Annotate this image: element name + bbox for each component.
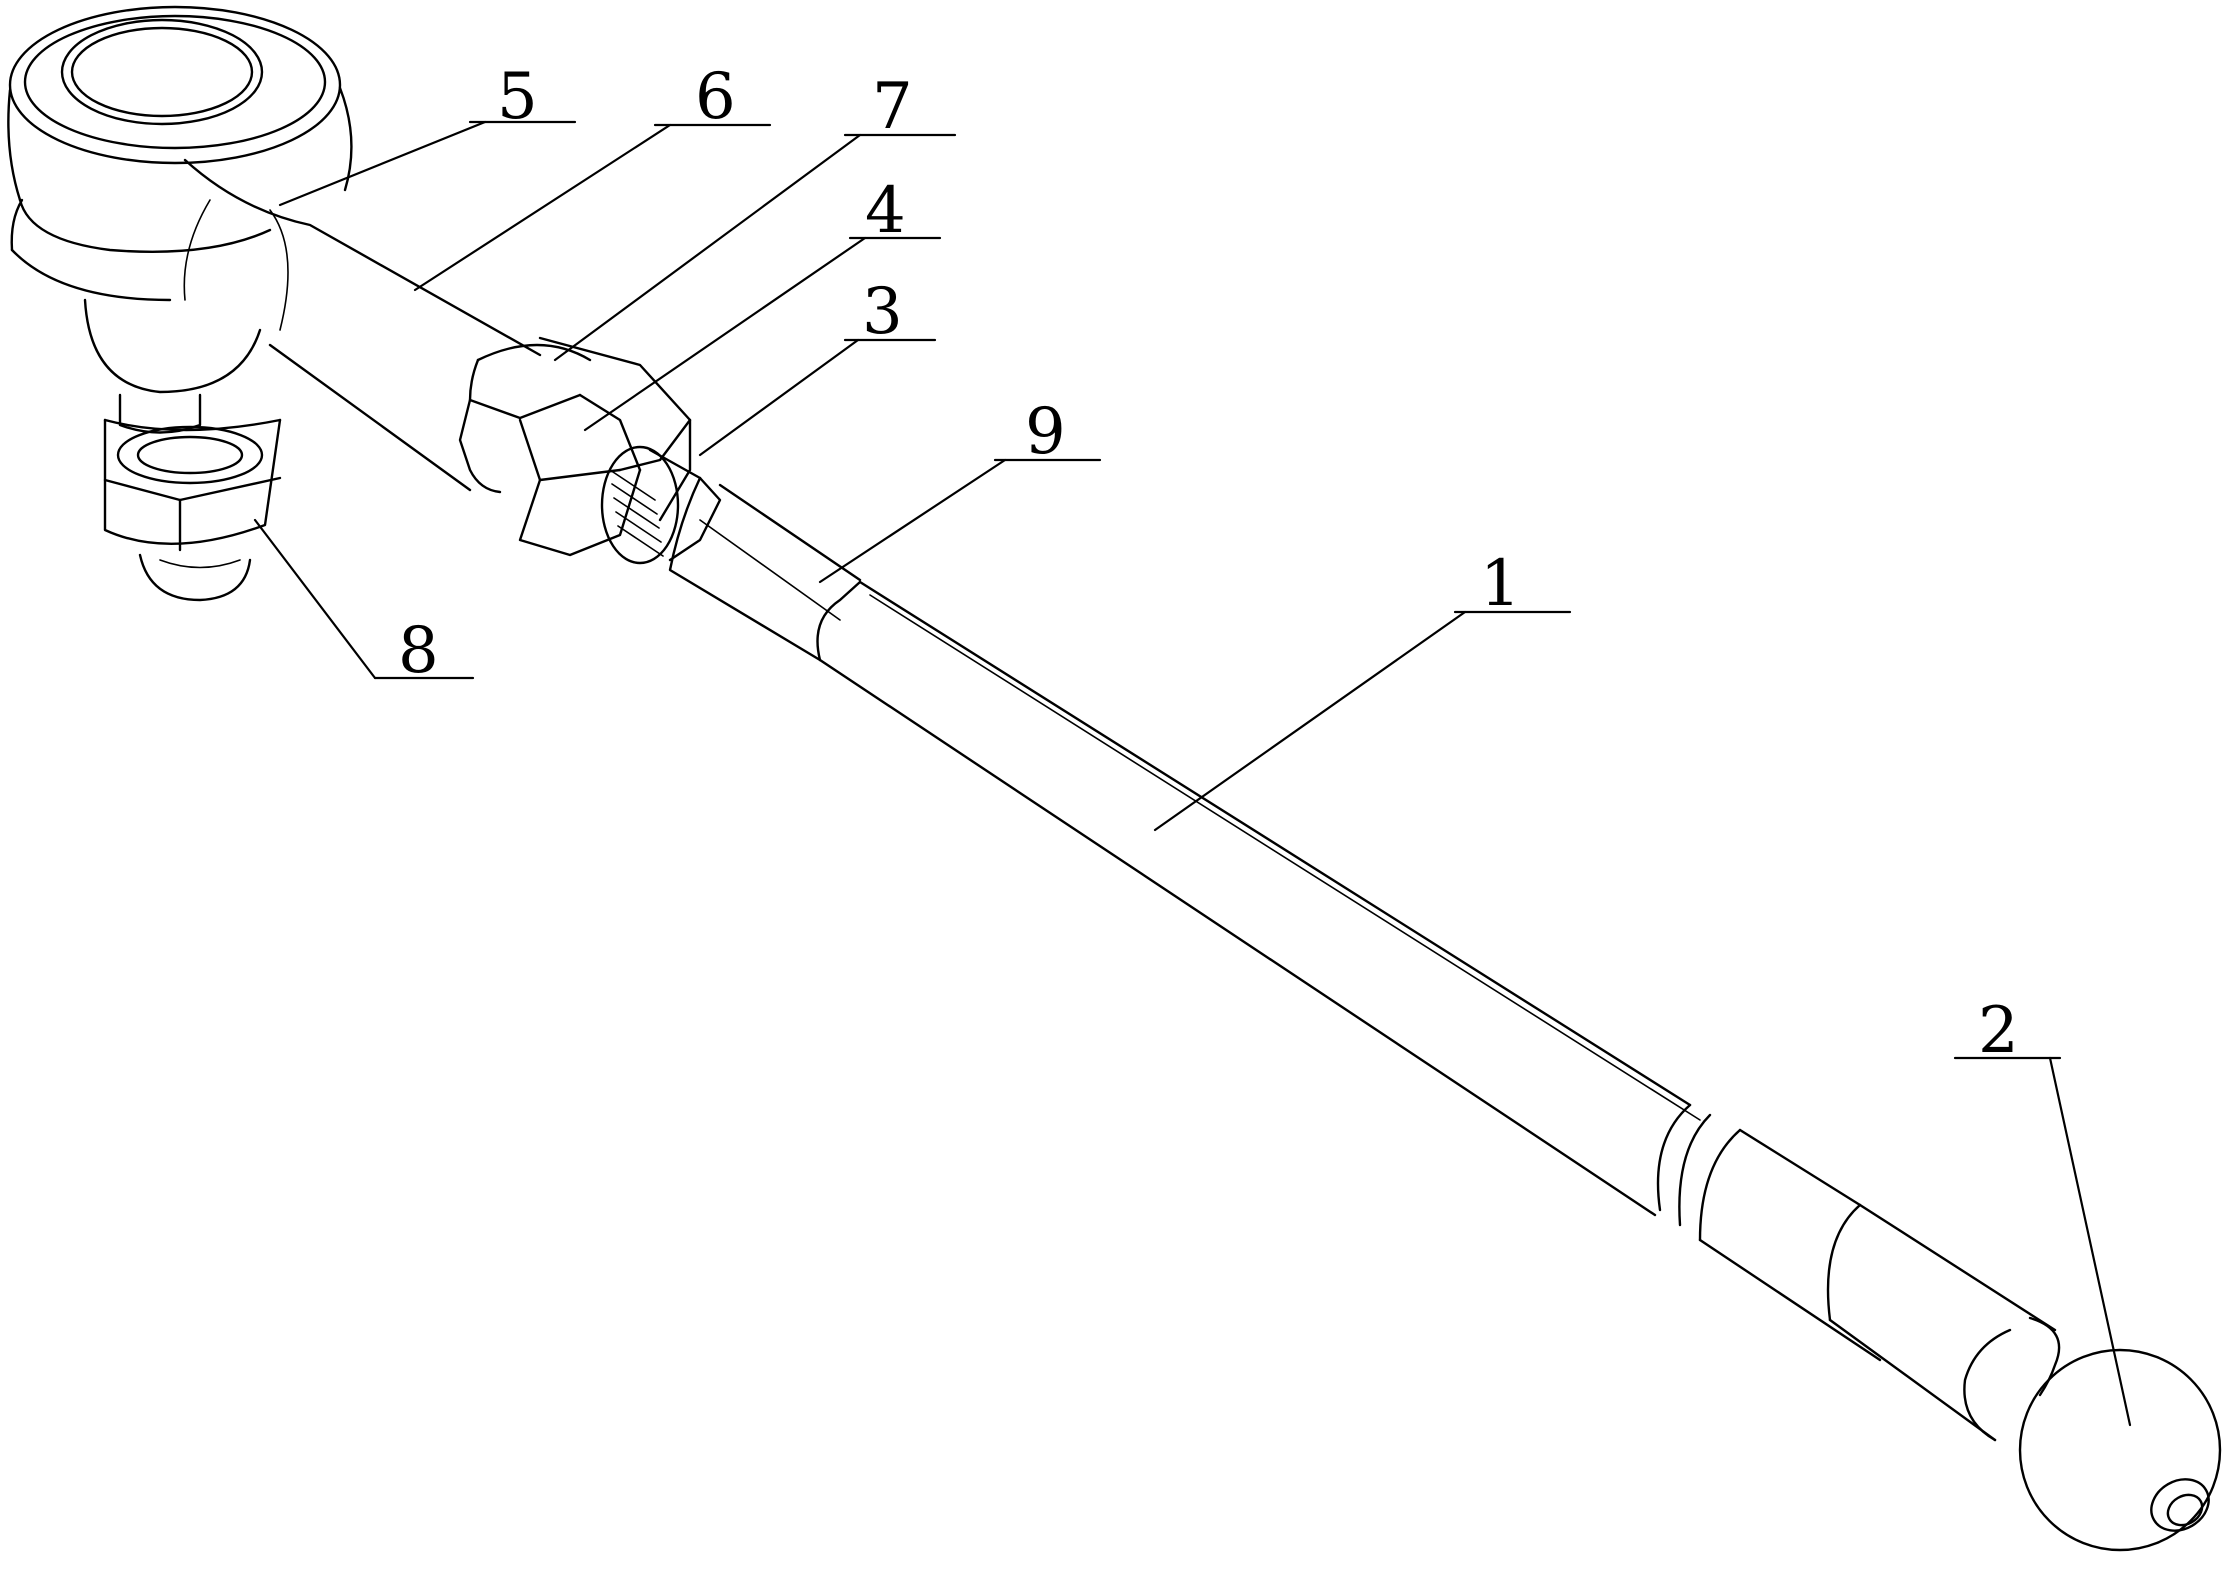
lock-nut-assembly <box>460 338 690 555</box>
callout-4: 4 <box>865 174 906 248</box>
callout-2: 2 <box>1978 994 2019 1068</box>
callout-8: 8 <box>398 614 439 688</box>
rod-body <box>820 582 2059 1440</box>
callout-5: 5 <box>497 60 538 134</box>
threaded-stud <box>602 447 720 563</box>
tie-rod-end-shank <box>185 160 540 490</box>
leader-lines <box>255 122 2130 1425</box>
sleeve <box>670 478 860 660</box>
callout-7: 7 <box>872 70 913 144</box>
ball-stud-nut <box>105 395 280 600</box>
callout-6: 6 <box>695 60 736 134</box>
callout-3: 3 <box>862 275 903 349</box>
callout-1: 1 <box>1480 547 1521 621</box>
eye-housing <box>8 7 351 392</box>
callout-9: 9 <box>1025 395 1066 469</box>
